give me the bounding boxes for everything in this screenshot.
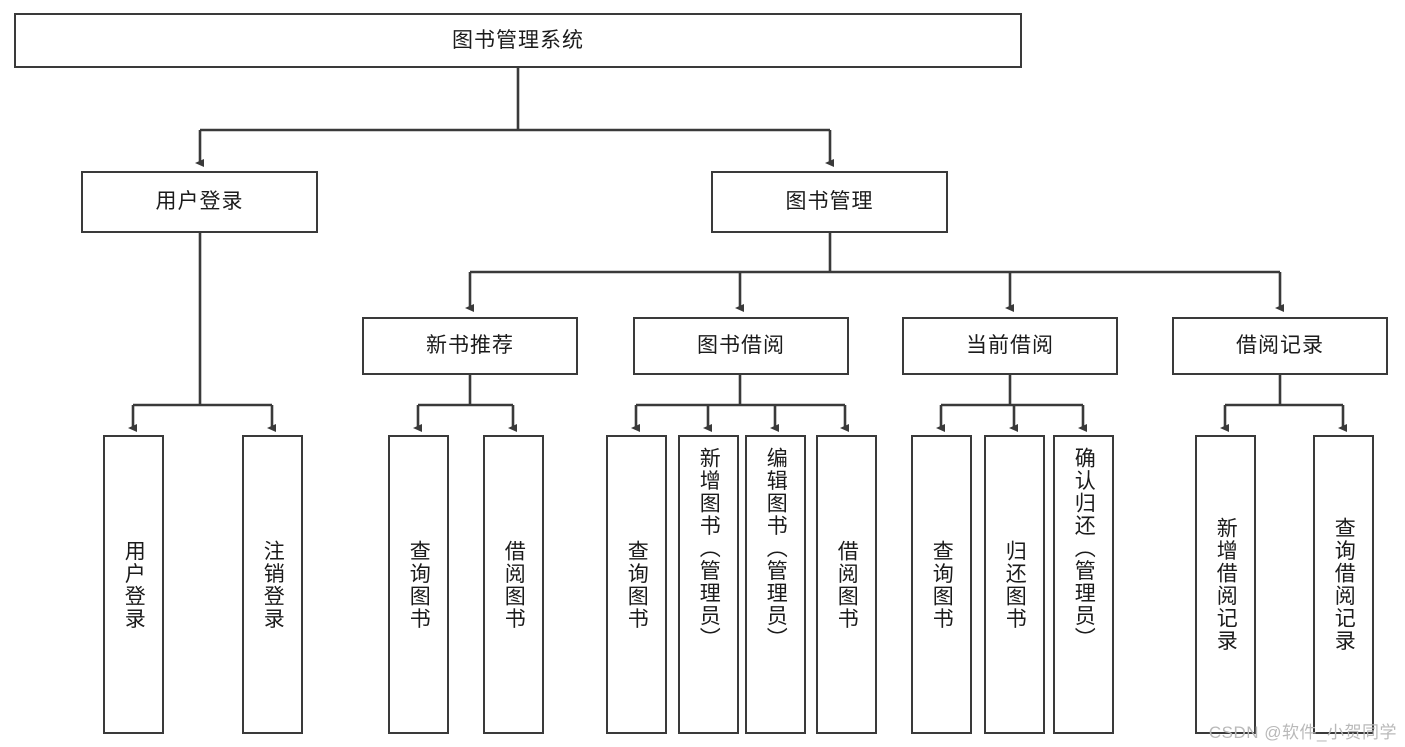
node-label: 图书借阅 xyxy=(697,334,785,358)
node-label: 借阅图书 xyxy=(502,539,526,630)
leaf-borrow-query-book[interactable]: 查询图书 xyxy=(606,435,667,734)
leaf-borrow-borrow-book[interactable]: 借阅图书 xyxy=(816,435,877,734)
node-label: 借阅记录 xyxy=(1236,334,1324,358)
leaf-user-logout[interactable]: 注销登录 xyxy=(242,435,303,734)
leaf-record-query-borrow-record[interactable]: 查询借阅记录 xyxy=(1313,435,1374,734)
leaf-recommend-borrow-book[interactable]: 借阅图书 xyxy=(483,435,544,734)
node-label: 当前借阅 xyxy=(966,334,1054,358)
leaf-current-query-book[interactable]: 查询图书 xyxy=(911,435,972,734)
node-label: 查询借阅记录 xyxy=(1332,517,1356,652)
node-root-system[interactable]: 图书管理系统 xyxy=(14,13,1022,68)
leaf-current-confirm-return-admin[interactable]: 确认归还（管理员） xyxy=(1053,435,1114,734)
node-label: 图书管理系统 xyxy=(452,28,584,52)
leaf-recommend-query-book[interactable]: 查询图书 xyxy=(388,435,449,734)
node-label: 归还图书 xyxy=(1003,539,1027,630)
node-label: 借阅图书 xyxy=(835,539,859,630)
node-user-login[interactable]: 用户登录 xyxy=(81,171,318,233)
node-label: 确认归还（管理员） xyxy=(1072,447,1096,650)
leaf-borrow-add-book-admin[interactable]: 新增图书（管理员） xyxy=(678,435,739,734)
leaf-user-login[interactable]: 用户登录 xyxy=(103,435,164,734)
leaf-record-add-borrow-record[interactable]: 新增借阅记录 xyxy=(1195,435,1256,734)
node-label: 查询图书 xyxy=(407,539,431,630)
node-current-borrow[interactable]: 当前借阅 xyxy=(902,317,1118,375)
node-label: 查询图书 xyxy=(625,539,649,630)
node-label: 注销登录 xyxy=(261,539,285,630)
node-label: 查询图书 xyxy=(930,539,954,630)
node-book-management[interactable]: 图书管理 xyxy=(711,171,948,233)
node-borrow-record[interactable]: 借阅记录 xyxy=(1172,317,1388,375)
leaf-borrow-edit-book-admin[interactable]: 编辑图书（管理员） xyxy=(745,435,806,734)
node-label: 新增图书（管理员） xyxy=(697,447,721,650)
node-label: 用户登录 xyxy=(122,539,146,630)
node-book-borrow[interactable]: 图书借阅 xyxy=(633,317,849,375)
node-label: 新书推荐 xyxy=(426,334,514,358)
leaf-current-return-book[interactable]: 归还图书 xyxy=(984,435,1045,734)
node-label: 编辑图书（管理员） xyxy=(764,447,788,650)
node-label: 图书管理 xyxy=(785,190,874,214)
node-label: 用户登录 xyxy=(155,190,244,214)
node-new-book-recommend[interactable]: 新书推荐 xyxy=(362,317,578,375)
watermark-text: CSDN @软件_小贺同学 xyxy=(1208,723,1397,742)
node-label: 新增借阅记录 xyxy=(1214,517,1238,652)
